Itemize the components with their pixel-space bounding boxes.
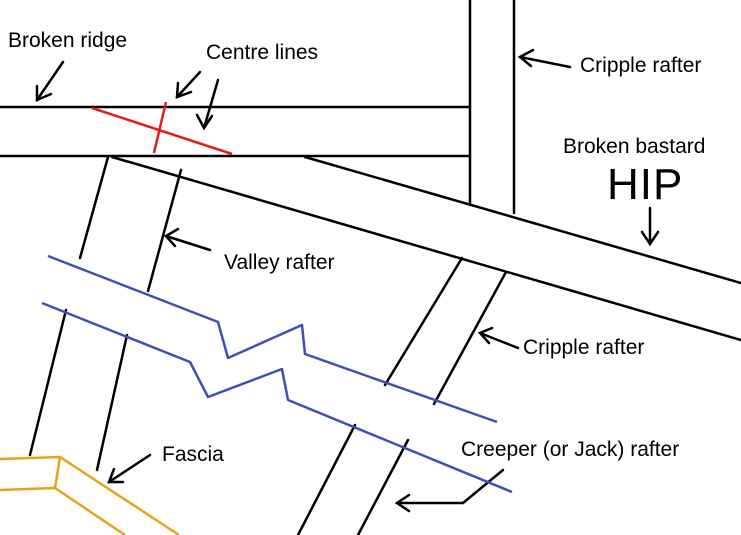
arrow-broken-ridge — [35, 60, 65, 102]
arrow-creeper-rafter — [394, 468, 505, 513]
fascia-board — [0, 455, 180, 535]
arrow-centre-line-1 — [175, 70, 202, 99]
arrow-fascia — [107, 453, 152, 484]
centre-line-along-ridge — [91, 106, 233, 156]
label-cripple-rafter-top: Cripple rafter — [580, 54, 702, 77]
valley-rafter-left-line-lower — [28, 308, 68, 457]
cripple-rafter-mid-left-line — [383, 256, 464, 387]
label-broken-bastard: Broken bastard — [563, 135, 706, 158]
centre-lines-marks — [91, 101, 233, 156]
creeper-rafter-bottom-edge — [41, 301, 513, 494]
creeper-rafter-top-edge — [47, 254, 498, 424]
centre-line-across-ridge — [152, 101, 168, 154]
valley-rafter-right-line — [146, 168, 183, 293]
label-centre-lines: Centre lines — [206, 41, 319, 64]
arrow-hip — [640, 206, 660, 247]
label-hip: HIP — [607, 160, 684, 209]
label-cripple-rafter-mid: Cripple rafter — [523, 336, 645, 359]
arrow-cripple-rafter-top — [517, 48, 572, 69]
label-valley-rafter: Valley rafter — [224, 251, 335, 274]
arrow-valley-rafter — [164, 227, 212, 252]
fascia-end-edge — [53, 456, 62, 489]
arrow-centre-line-2 — [195, 78, 220, 131]
valley-rafter-right-line-lower — [95, 333, 129, 472]
creeper-rafter-right-line — [356, 438, 410, 535]
valley-rafter-left-line — [78, 155, 110, 260]
fascia-top-edge — [0, 455, 180, 535]
label-fascia: Fascia — [162, 443, 224, 466]
label-creeper-rafter: Creeper (or Jack) rafter — [461, 438, 680, 461]
arrow-cripple-rafter-mid — [477, 326, 520, 350]
cripple-rafter-mid-right-line — [432, 270, 508, 406]
creeper-rafter-left-line — [296, 423, 357, 535]
creeper-rafter-outline — [41, 254, 513, 494]
hip-bottom-line — [110, 155, 741, 342]
label-broken-ridge: Broken ridge — [8, 29, 128, 52]
fascia-bottom-edge — [0, 486, 126, 535]
hip-top-line — [303, 155, 741, 285]
